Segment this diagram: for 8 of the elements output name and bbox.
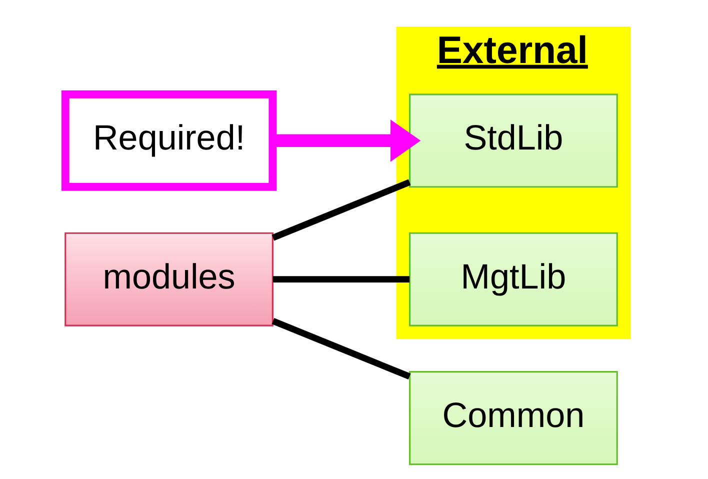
node-box: MgtLib [409, 232, 618, 326]
node-box: Required! [61, 90, 277, 191]
node-box: Common [409, 371, 618, 466]
connector [273, 276, 410, 283]
connector [272, 318, 411, 380]
connector [272, 179, 411, 241]
node-box: modules [64, 232, 274, 326]
node-box: StdLib [409, 94, 618, 188]
